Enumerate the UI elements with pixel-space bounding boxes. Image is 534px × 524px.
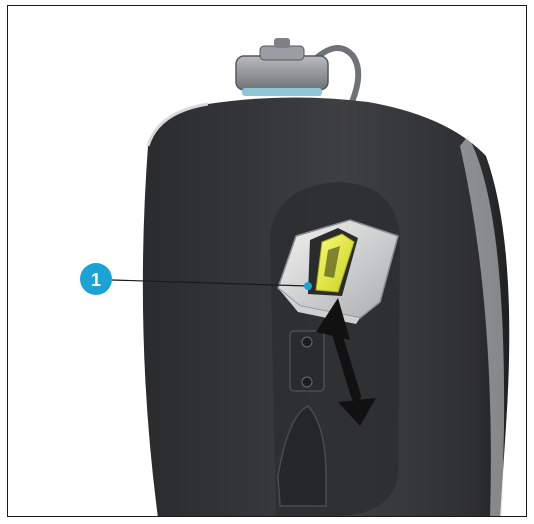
device-illustration: 1 — [8, 6, 527, 517]
callout-number-1: 1 — [91, 270, 101, 290]
figure-frame: 1 — [7, 5, 527, 517]
dial-cap-icon — [236, 38, 358, 102]
callout-marker-1 — [304, 282, 312, 290]
